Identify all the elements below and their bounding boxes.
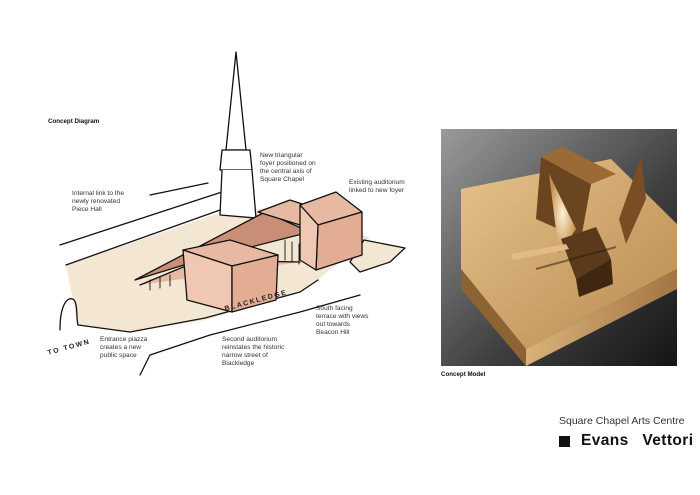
brand-name: Evans Vettori (581, 432, 694, 449)
concept-diagram-title: Concept Diagram (48, 118, 100, 125)
project-title: Square Chapel Arts Centre (559, 415, 685, 427)
brand-square-mark (559, 436, 570, 447)
concept-model-title: Concept Model (441, 371, 486, 378)
note-foyer: New triangular foyer positioned on the c… (260, 152, 316, 183)
concept-diagram-sketch (59, 51, 406, 376)
concept-model-photo (441, 129, 677, 366)
note-piazza: Entrance piazza creates a new public spa… (100, 336, 148, 359)
note-south-terrace: South facing terrace with views out towa… (316, 305, 369, 336)
note-existing-auditorium: Existing auditorium linked to new foyer (349, 179, 405, 194)
note-internal-link: Internal link to the newly renovated Pie… (72, 190, 125, 213)
note-second-auditorium: Second auditorium reinstates the histori… (222, 336, 285, 367)
